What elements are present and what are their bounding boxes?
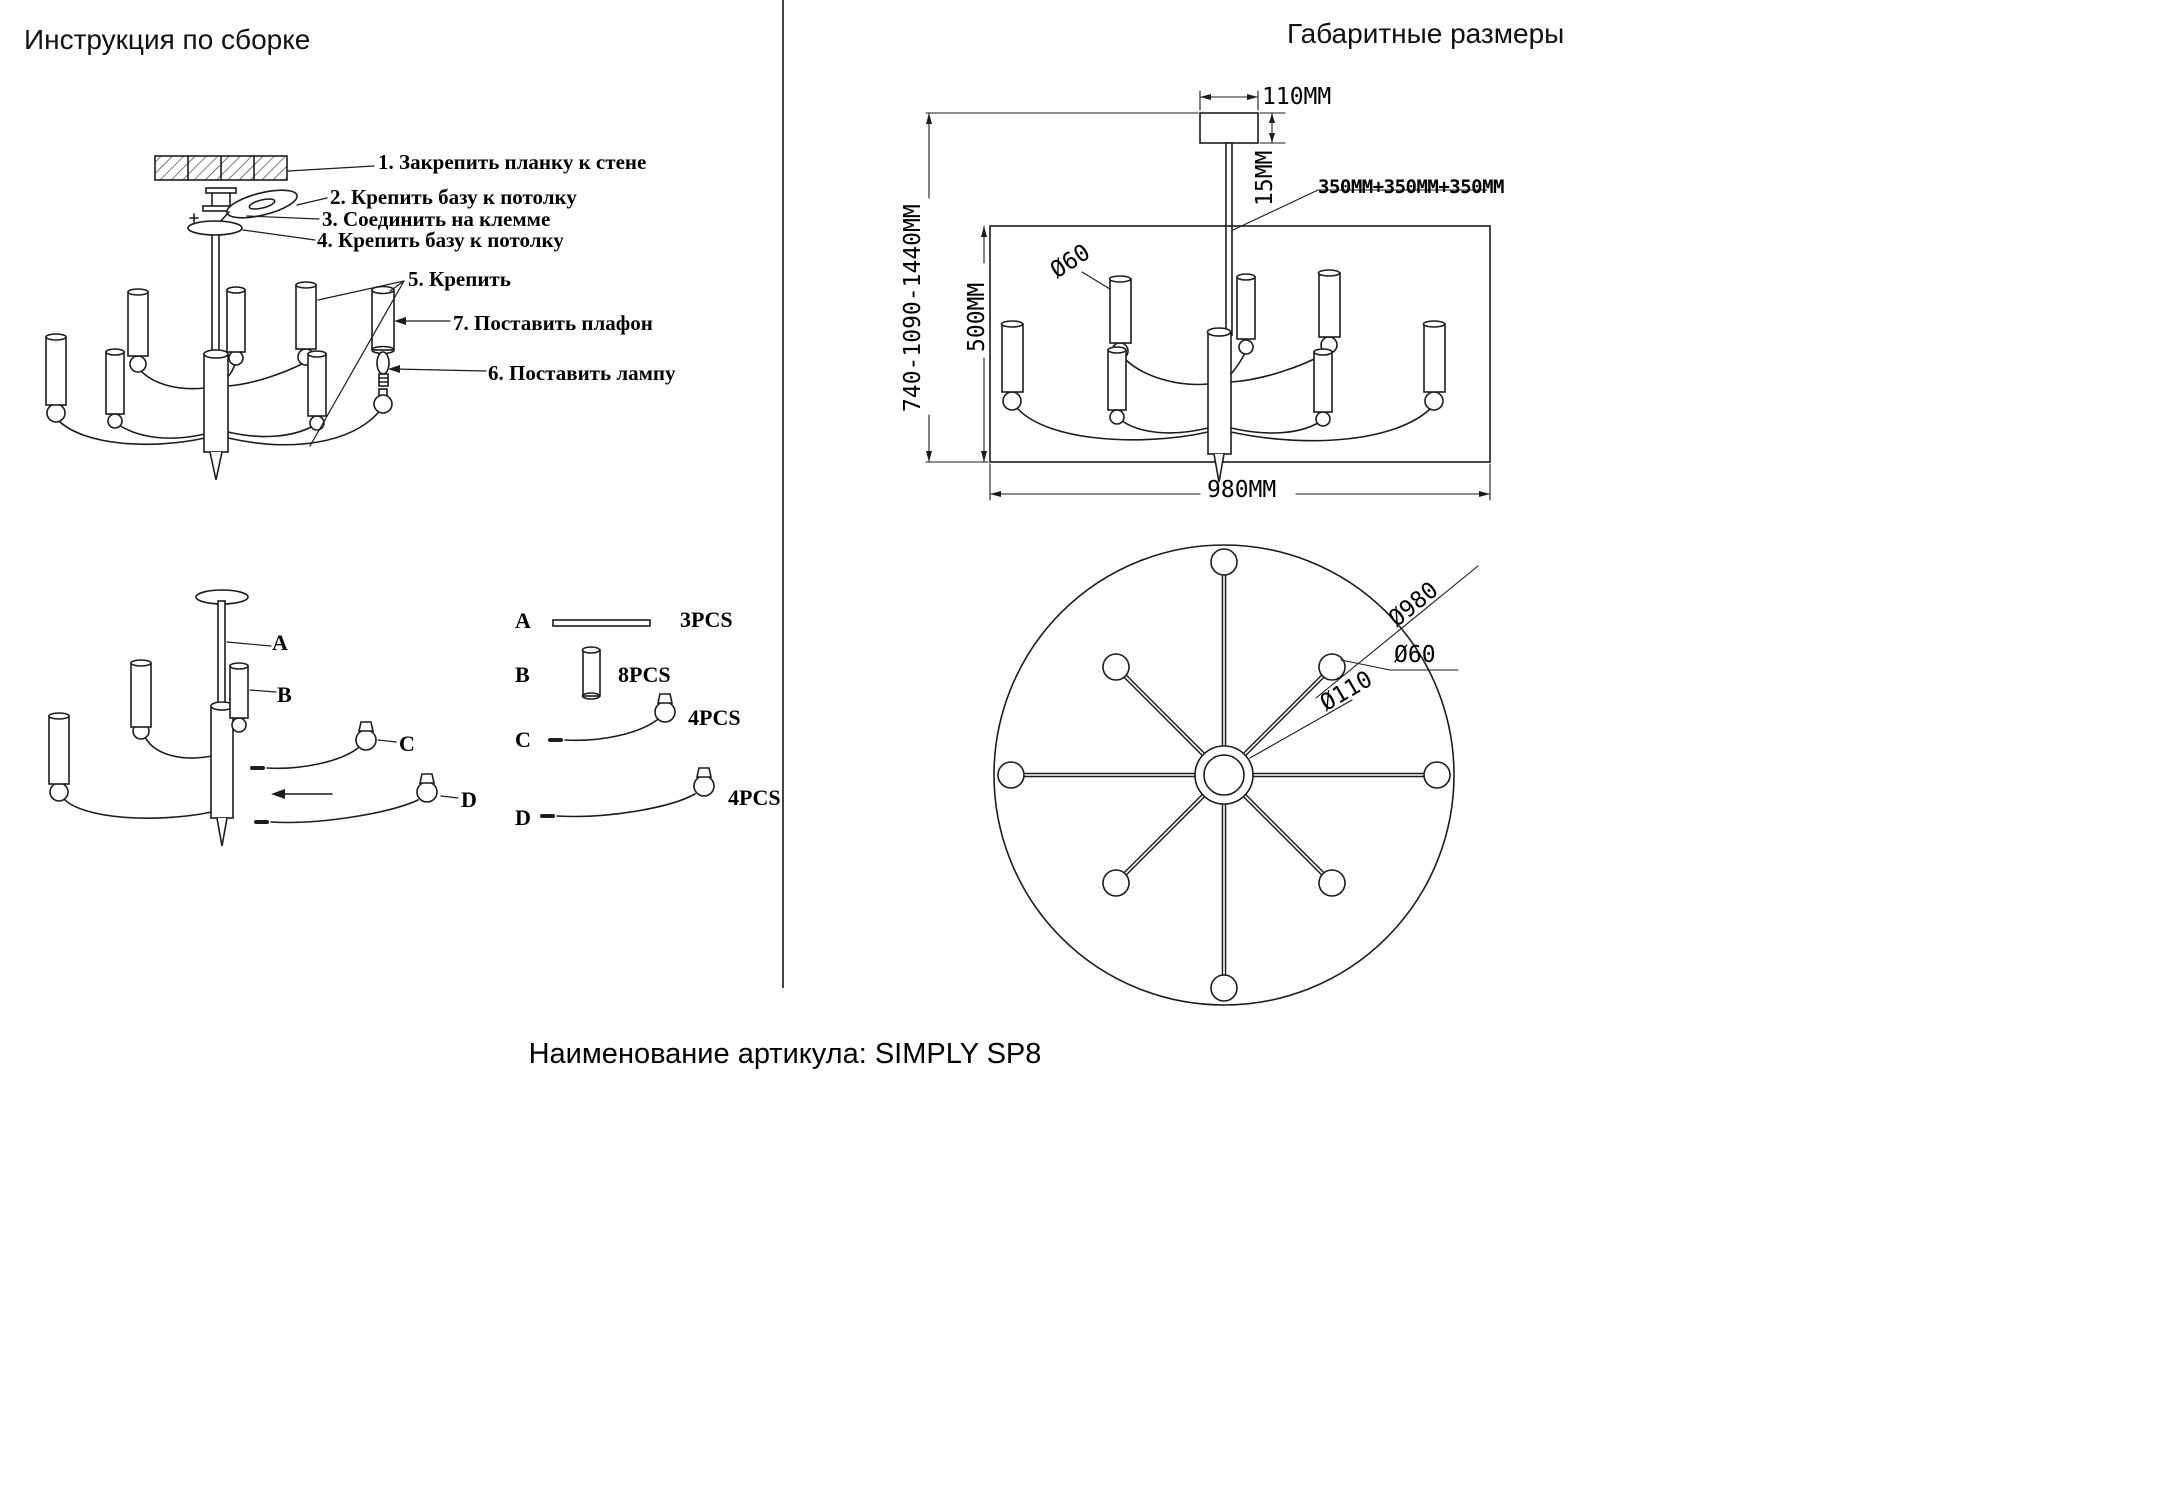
- dim-overall-width: 980MM: [1207, 477, 1277, 503]
- dim-body-height: 500MM: [964, 282, 990, 352]
- step-3-label: 3. Соединить на клемме: [322, 207, 551, 231]
- dim-overall-height: 740-1090-1440MM: [900, 204, 926, 412]
- step-2-label: 2. Крепить базу к потолку: [330, 185, 577, 209]
- dim-canopy-height: 15MM: [1252, 150, 1278, 206]
- assembly-title: Инструкция по сборке: [24, 24, 311, 55]
- part-d-qty: 4PCS: [728, 785, 781, 810]
- part-a-key: A: [515, 608, 531, 633]
- dimensions-title: Габаритные размеры: [1287, 18, 1565, 49]
- dim-rod-lengths: 350MM+350MM+350MM: [1318, 176, 1504, 198]
- part-a-qty: 3PCS: [680, 607, 733, 632]
- step-1-label: 1. Закрепить планку к стене: [378, 150, 647, 174]
- step-7-label: 7. Поставить плафон: [453, 311, 653, 335]
- step-4-label: 4. Крепить базу к потолку: [317, 228, 564, 252]
- topview-shade-diameter: Ø60: [1394, 642, 1436, 668]
- step-6-label: 6. Поставить лампу: [488, 361, 676, 385]
- exploded-label-d: D: [461, 787, 477, 812]
- exploded-label-a: A: [272, 630, 288, 655]
- exploded-label-b: B: [277, 682, 292, 707]
- exploded-label-c: C: [399, 731, 415, 756]
- part-b-key: B: [515, 662, 530, 687]
- part-c-qty: 4PCS: [688, 705, 741, 730]
- article-name: Наименование артикула: SIMPLY SP8: [528, 1038, 1042, 1070]
- part-d-key: D: [515, 805, 531, 830]
- part-c-key: C: [515, 727, 531, 752]
- dim-canopy-width: 110MM: [1262, 84, 1332, 110]
- part-b-qty: 8PCS: [618, 662, 671, 687]
- step-5-label: 5. Крепить: [408, 267, 511, 291]
